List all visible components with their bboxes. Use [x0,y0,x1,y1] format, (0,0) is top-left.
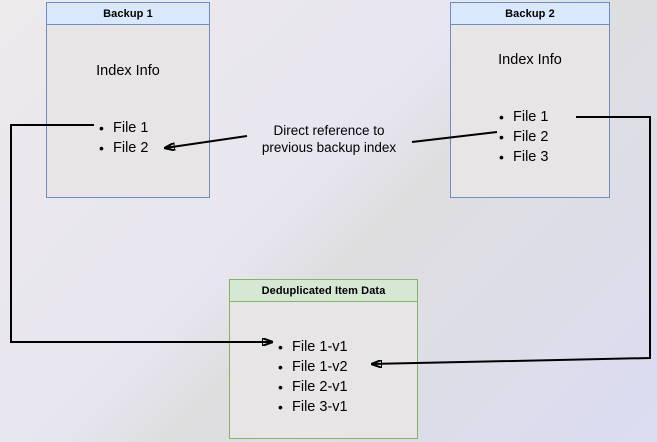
list-item: File 3 [499,147,548,167]
backup-1-index-info-label: Index Info [96,63,160,79]
list-item: File 1 [499,107,548,127]
deduplicated-item-data-box: Deduplicated Item Data File 1-v1 File 1-… [229,279,418,439]
backup-2-header-label: Backup 2 [505,7,555,20]
backup-1-header-label: Backup 1 [103,7,153,20]
deduplicated-item-data-header: Deduplicated Item Data [230,280,417,302]
list-item: File 1-v1 [278,337,348,357]
list-item: File 2 [499,127,548,147]
direct-reference-annotation: Direct reference to previous backup inde… [248,122,410,156]
list-item: File 1 [99,118,148,138]
backup-2-file-list: File 1 File 2 File 3 [499,107,548,167]
annotation-line-2: previous backup index [261,140,397,155]
list-item: File 3-v1 [278,397,348,417]
annotation-line-1: Direct reference to [273,123,385,138]
list-item: File 2-v1 [278,377,348,397]
backup-1-file-list: File 1 File 2 [99,118,148,158]
backup-1-header: Backup 1 [47,3,209,25]
backup-2-header: Backup 2 [451,3,609,25]
deduplicated-item-file-list: File 1-v1 File 1-v2 File 2-v1 File 3-v1 [278,337,348,417]
backup-2-box: Backup 2 Index Info File 1 File 2 File 3 [450,2,610,198]
backup-1-box: Backup 1 Index Info File 1 File 2 [46,2,210,198]
backup-2-index-info-label: Index Info [498,52,562,68]
list-item: File 2 [99,138,148,158]
list-item: File 1-v2 [278,357,348,377]
deduplicated-item-data-header-label: Deduplicated Item Data [261,284,386,297]
